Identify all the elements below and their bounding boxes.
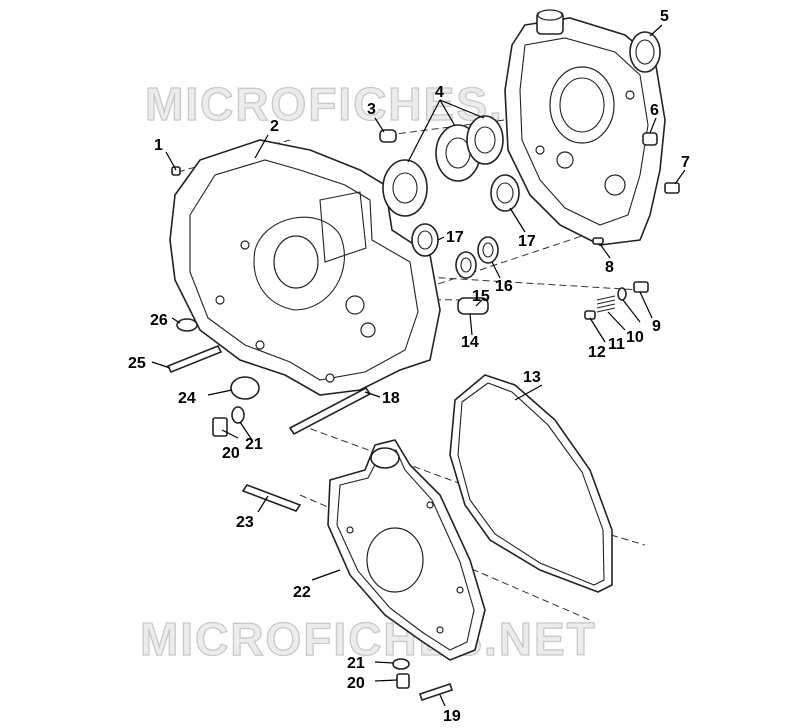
- stud-18[interactable]: [288, 386, 372, 436]
- callout-26: 26: [150, 312, 168, 329]
- oil-seal-5[interactable]: [629, 31, 661, 73]
- callout-10: 10: [626, 329, 644, 346]
- crankcase-right[interactable]: [504, 9, 666, 246]
- callout-11: 11: [608, 336, 625, 353]
- callout-15: 15: [472, 288, 490, 305]
- side-cover[interactable]: [327, 439, 486, 661]
- o-ring-26[interactable]: [176, 318, 198, 332]
- leader-lines: [151, 24, 686, 707]
- callout-12: 12: [588, 344, 606, 361]
- bolt-25[interactable]: [166, 344, 223, 374]
- callout-17-right: 17: [518, 233, 536, 250]
- callout-25: 25: [128, 355, 146, 372]
- callout-1: 1: [154, 137, 163, 154]
- callout-17-left: 17: [446, 229, 464, 246]
- washer-21-bottom[interactable]: [392, 658, 410, 670]
- seals-16-17[interactable]: [411, 174, 520, 279]
- dowel-pin-1[interactable]: [171, 166, 181, 176]
- drain-plug-20-left[interactable]: [212, 417, 228, 437]
- callout-16: 16: [495, 278, 513, 295]
- callout-6: 6: [650, 102, 659, 119]
- callout-2: 2: [270, 118, 279, 135]
- callout-19: 19: [443, 708, 461, 725]
- callout-7: 7: [681, 154, 690, 171]
- callout-24: 24: [178, 390, 196, 407]
- watermark-bottom: MICROFICHES.NET: [140, 613, 597, 665]
- crankcase-left[interactable]: [169, 139, 441, 396]
- callout-labels: 1 2 3 4 5 6 7 8 9 10 11 12 13 14 15 16 1…: [128, 8, 690, 725]
- callout-14: 14: [461, 334, 479, 351]
- pin-8[interactable]: [592, 237, 604, 245]
- strainer-24[interactable]: [230, 376, 260, 400]
- callout-9: 9: [652, 318, 661, 335]
- drain-plug-20-bottom[interactable]: [396, 673, 410, 689]
- callout-20-bottom: 20: [347, 675, 365, 692]
- callout-20-left: 20: [222, 445, 240, 462]
- callout-21-bottom: 21: [347, 655, 365, 672]
- callout-4: 4: [435, 84, 444, 101]
- callout-8: 8: [605, 259, 614, 276]
- callout-5: 5: [660, 8, 669, 25]
- callout-18: 18: [382, 390, 400, 407]
- bolt-19[interactable]: [418, 682, 454, 702]
- bearings-4[interactable]: [382, 115, 504, 217]
- washer-21-left[interactable]: [231, 406, 245, 424]
- cover-gasket[interactable]: [449, 374, 613, 593]
- dowel-pin-3[interactable]: [379, 129, 397, 143]
- callout-23: 23: [236, 514, 254, 531]
- callout-3: 3: [367, 101, 376, 118]
- plug-screw-7[interactable]: [664, 182, 680, 194]
- callout-22: 22: [293, 584, 311, 601]
- callout-21-left: 21: [245, 436, 263, 453]
- callout-13: 13: [523, 369, 541, 386]
- guide-23[interactable]: [241, 484, 302, 512]
- dowel-pin-6[interactable]: [642, 132, 658, 146]
